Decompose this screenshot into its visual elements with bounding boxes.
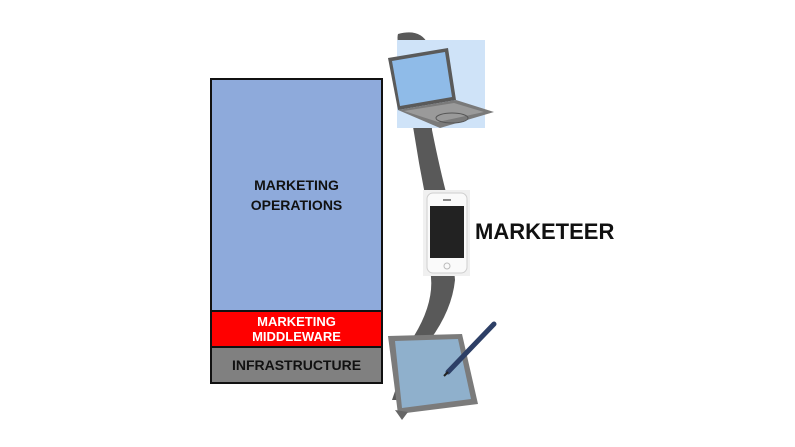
- marketing-stack: MARKETING OPERATIONS MARKETING MIDDLEWAR…: [210, 78, 383, 384]
- marketing-middleware-layer: MARKETING MIDDLEWARE: [212, 312, 381, 348]
- marketing-middleware-label: MARKETING MIDDLEWARE: [252, 314, 341, 344]
- marketing-operations-layer: MARKETING OPERATIONS: [212, 80, 381, 312]
- marketeer-label: MARKETEER: [475, 219, 615, 244]
- marketing-operations-label-line2: OPERATIONS: [250, 197, 343, 213]
- curved-band: [392, 32, 455, 400]
- infrastructure-layer: INFRASTRUCTURE: [212, 348, 381, 382]
- smartphone-icon: [423, 190, 470, 276]
- tablet-with-stylus-icon: [388, 321, 497, 420]
- infrastructure-label: INFRASTRUCTURE: [231, 357, 362, 373]
- laptop-icon: [388, 40, 494, 128]
- marketing-operations-label-line1: MARKETING: [254, 177, 339, 193]
